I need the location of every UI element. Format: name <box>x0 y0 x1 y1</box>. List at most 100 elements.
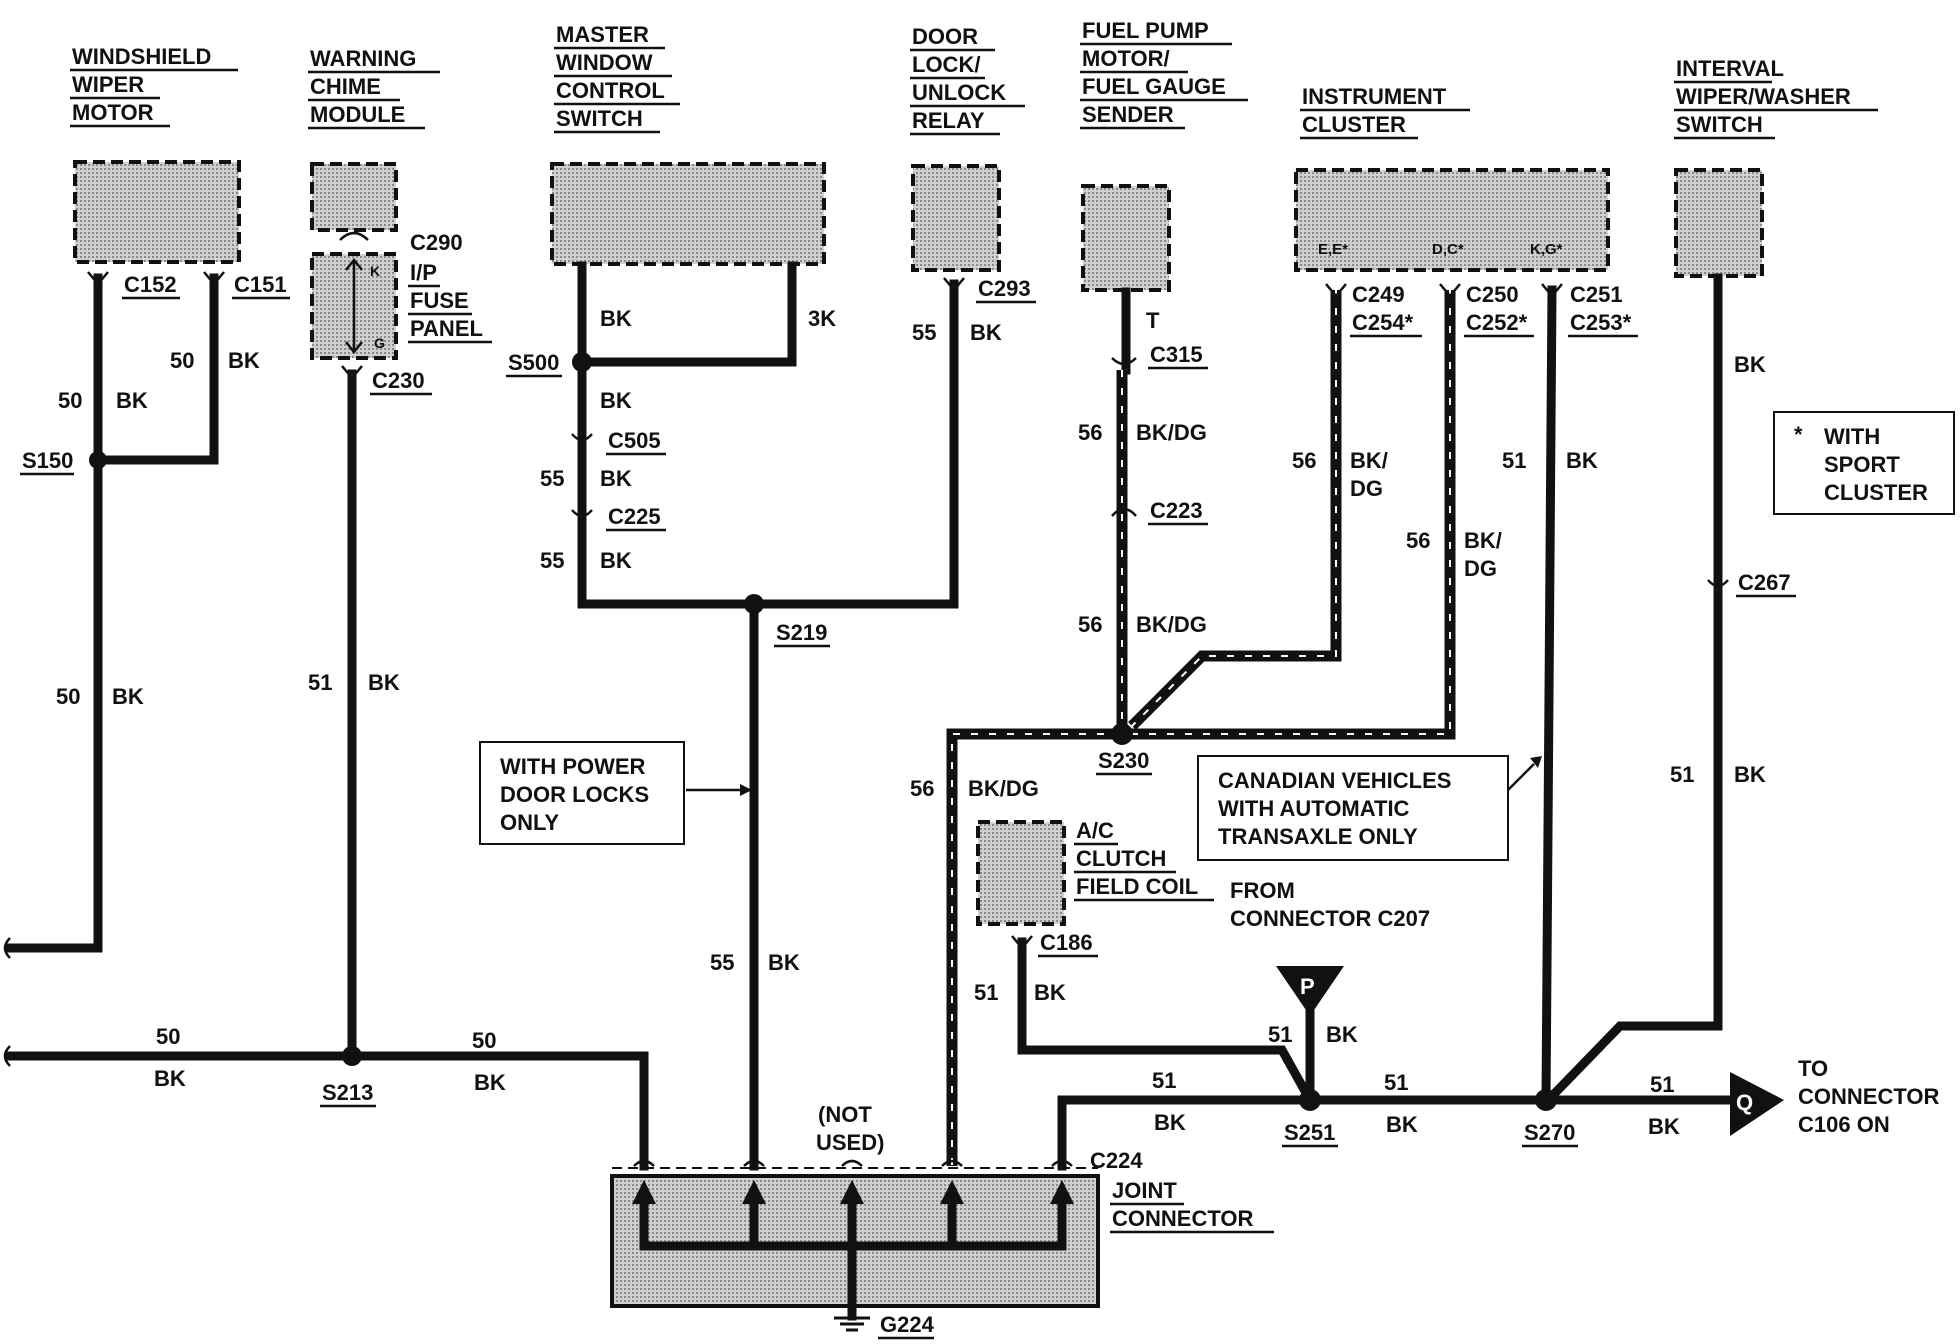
ac-clutch-field-coil-box <box>976 820 1066 926</box>
svg-text:BK: BK <box>1326 1022 1358 1047</box>
svg-text:51: 51 <box>1152 1068 1176 1093</box>
svg-text:CONNECTOR: CONNECTOR <box>1798 1084 1939 1109</box>
svg-text:C106 ON: C106 ON <box>1798 1112 1890 1137</box>
svg-text:BK: BK <box>368 670 400 695</box>
svg-text:FUEL PUMP: FUEL PUMP <box>1082 18 1209 43</box>
svg-text:BK: BK <box>474 1070 506 1095</box>
svg-text:JOINT: JOINT <box>1112 1178 1177 1203</box>
label-joint-connector: JOINT CONNECTOR <box>1110 1178 1274 1234</box>
svg-text:LOCK/: LOCK/ <box>912 52 980 77</box>
svg-text:RELAY: RELAY <box>912 108 985 133</box>
svg-text:SPORT: SPORT <box>1824 452 1900 477</box>
svg-text:S219: S219 <box>776 620 827 645</box>
label-interval-wiper-washer-switch: INTERVAL WIPER/WASHER SWITCH <box>1674 56 1878 140</box>
warning-chime-module-box <box>310 162 398 232</box>
svg-text:S251: S251 <box>1284 1120 1335 1145</box>
svg-text:*: * <box>1794 422 1803 447</box>
svg-text:I/P: I/P <box>410 260 437 285</box>
svg-text:CHIME: CHIME <box>310 74 381 99</box>
svg-text:INTERVAL: INTERVAL <box>1676 56 1784 81</box>
splice-labels: S150 S500 S219 S230 S213 S251 S270 G224 <box>20 350 1578 1340</box>
svg-text:MOTOR: MOTOR <box>72 100 154 125</box>
svg-text:WINDOW: WINDOW <box>556 50 653 75</box>
note-not-used: (NOT USED) <box>816 1102 884 1155</box>
svg-text:56: 56 <box>1078 612 1102 637</box>
svg-text:S150: S150 <box>22 448 73 473</box>
svg-text:56: 56 <box>1292 448 1316 473</box>
svg-text:C249: C249 <box>1352 282 1405 307</box>
label-door-lock-unlock-relay: DOOR LOCK/ UNLOCK RELAY <box>910 24 1025 136</box>
svg-text:BK/: BK/ <box>1350 448 1388 473</box>
note-canadian-vehicles: CANADIAN VEHICLES WITH AUTOMATIC TRANSAX… <box>1197 755 1542 861</box>
svg-text:C253*: C253* <box>1570 310 1632 335</box>
svg-text:K: K <box>370 263 380 279</box>
svg-text:C223: C223 <box>1150 498 1203 523</box>
label-windshield-wiper-motor: WINDSHIELD WIPER MOTOR <box>70 44 238 128</box>
splice-dots <box>89 352 1557 1111</box>
svg-text:C152: C152 <box>124 272 177 297</box>
svg-text:C251: C251 <box>1570 282 1623 307</box>
svg-text:BK: BK <box>1734 762 1766 787</box>
svg-text:SENDER: SENDER <box>1082 102 1174 127</box>
ground-symbol <box>834 1316 870 1332</box>
master-window-control-switch-box <box>550 162 826 266</box>
svg-text:BK: BK <box>600 306 632 331</box>
svg-text:50: 50 <box>472 1028 496 1053</box>
svg-text:FROM: FROM <box>1230 878 1295 903</box>
svg-text:UNLOCK: UNLOCK <box>912 80 1006 105</box>
svg-text:SWITCH: SWITCH <box>556 106 643 131</box>
svg-text:BK: BK <box>600 548 632 573</box>
svg-text:51: 51 <box>308 670 332 695</box>
svg-text:56: 56 <box>1406 528 1430 553</box>
svg-text:55: 55 <box>540 466 564 491</box>
svg-text:FIELD COIL: FIELD COIL <box>1076 874 1198 899</box>
svg-text:S270: S270 <box>1524 1120 1575 1145</box>
label-warning-chime-module: WARNING CHIME MODULE <box>308 46 440 130</box>
connector-marks <box>3 271 1729 1169</box>
svg-text:CONNECTOR C207: CONNECTOR C207 <box>1230 906 1430 931</box>
svg-text:MOTOR/: MOTOR/ <box>1082 46 1170 71</box>
svg-text:C250: C250 <box>1466 282 1519 307</box>
svg-text:WARNING: WARNING <box>310 46 416 71</box>
svg-text:C186: C186 <box>1040 930 1093 955</box>
svg-text:S500: S500 <box>508 350 559 375</box>
svg-text:51: 51 <box>974 980 998 1005</box>
cluster-pin-3: K,G* <box>1530 241 1563 258</box>
svg-text:50: 50 <box>156 1024 180 1049</box>
label-master-window-control-switch: MASTER WINDOW CONTROL SWITCH <box>554 22 680 134</box>
label-ac-clutch-field-coil: A/C CLUTCH FIELD COIL <box>1074 818 1214 902</box>
svg-text:BK: BK <box>768 950 800 975</box>
svg-text:ONLY: ONLY <box>500 810 559 835</box>
svg-text:C505: C505 <box>608 428 661 453</box>
cluster-pin-1: E,E* <box>1318 241 1348 258</box>
svg-text:CLUSTER: CLUSTER <box>1824 480 1928 505</box>
svg-text:C230: C230 <box>372 368 425 393</box>
cluster-pin-2: D,C* <box>1432 241 1464 258</box>
svg-text:C267: C267 <box>1738 570 1791 595</box>
svg-text:BK/DG: BK/DG <box>1136 612 1207 637</box>
svg-text:51: 51 <box>1502 448 1526 473</box>
svg-text:SWITCH: SWITCH <box>1676 112 1763 137</box>
instrument-cluster-box <box>1294 168 1610 272</box>
svg-text:FUEL GAUGE: FUEL GAUGE <box>1082 74 1226 99</box>
svg-text:Q: Q <box>1736 1090 1753 1115</box>
svg-text:A/C: A/C <box>1076 818 1114 843</box>
svg-text:BK: BK <box>1386 1112 1418 1137</box>
note-sport-cluster: * WITH SPORT CLUSTER <box>1773 411 1955 515</box>
svg-text:INSTRUMENT: INSTRUMENT <box>1302 84 1447 109</box>
p-symbol: P <box>1276 966 1344 1016</box>
fuel-pump-motor-sender-box <box>1081 184 1171 292</box>
note-power-door-locks: WITH POWER DOOR LOCKS ONLY <box>479 741 752 845</box>
svg-text:C224: C224 <box>1090 1148 1143 1173</box>
svg-text:51: 51 <box>1268 1022 1292 1047</box>
svg-text:56: 56 <box>910 776 934 801</box>
svg-text:G224: G224 <box>880 1312 935 1337</box>
windshield-wiper-motor-box <box>73 160 241 264</box>
svg-text:BK: BK <box>1566 448 1598 473</box>
svg-text:51: 51 <box>1384 1070 1408 1095</box>
svg-text:50: 50 <box>58 388 82 413</box>
svg-text:BK: BK <box>116 388 148 413</box>
svg-text:P: P <box>1300 974 1315 999</box>
svg-text:TO: TO <box>1798 1056 1828 1081</box>
